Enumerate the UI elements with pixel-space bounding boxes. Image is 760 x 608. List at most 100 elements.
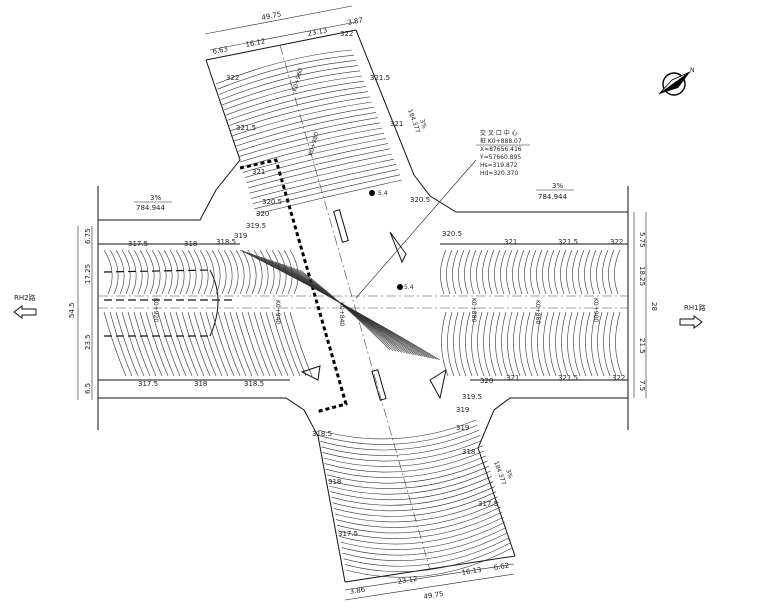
contour-north [243, 138, 387, 173]
contour-north [247, 153, 393, 189]
contour-east-lower [525, 311, 533, 377]
contour-west-upper [271, 249, 281, 295]
contour-east-upper [488, 249, 495, 295]
contour-east-upper [482, 249, 489, 295]
south-length: 184.377 [492, 460, 507, 486]
contour-north [233, 106, 375, 142]
contour-south [336, 506, 501, 534]
contour-west-lower [169, 311, 193, 377]
station-e1: K0+880 [470, 298, 477, 322]
contour-south [332, 486, 495, 512]
contour-north [231, 101, 373, 137]
contour-east-lower [441, 311, 449, 377]
elev-n-321: 321 [390, 120, 403, 128]
contour-west-lower [235, 311, 259, 377]
elev-sw-317-5: 317.5 [138, 380, 158, 388]
contour-west-upper [259, 249, 269, 295]
contour-south [330, 476, 492, 501]
contour-west-upper [241, 249, 251, 295]
contour-east-lower [585, 311, 593, 377]
dim-top-left: 6.63 [212, 45, 229, 56]
contour-east-upper [470, 249, 477, 295]
contour-west-lower [199, 311, 223, 377]
dim-bottom-mid1: 23.12 [397, 575, 418, 586]
contour-east-upper [512, 249, 519, 295]
contour-west-lower [229, 311, 253, 377]
elev-s-318-5: 318.5 [312, 430, 332, 438]
elev-n-322-left: 322 [226, 74, 239, 82]
contour-west-lower [265, 311, 289, 377]
contour-north [225, 80, 365, 116]
contour-west-lower [277, 311, 301, 377]
contour-east-lower [507, 311, 515, 377]
dim-bottom-total: 49.75 [423, 590, 444, 601]
contour-west-upper [127, 249, 137, 295]
contour-west-lower [115, 311, 139, 377]
contour-west-lower [247, 311, 271, 377]
elev-n-322-right: 322 [340, 30, 353, 38]
contour-east-upper [584, 249, 591, 295]
info-hd: Hd=320.370 [480, 170, 518, 177]
contour-south [334, 496, 498, 523]
contour-east-lower [513, 311, 521, 377]
contour-east-lower [447, 311, 455, 377]
contour-west-lower [133, 311, 157, 377]
contour-west-upper [175, 249, 185, 295]
dim-right-c: 21.5 [638, 338, 646, 354]
north-arm-left-edge [98, 59, 241, 221]
contour-west-upper [145, 249, 155, 295]
elev-e-320-5-low: 320 [480, 377, 493, 385]
dim-top-right: 3.87 [347, 16, 364, 27]
contour-east-upper [476, 249, 483, 295]
contour-east-lower [549, 311, 557, 377]
dim-left-total: 54.5 [68, 302, 76, 318]
contour-west-lower [127, 311, 151, 377]
drain-box-2 [371, 369, 387, 401]
elev-s-317-5: 317.5 [338, 530, 358, 538]
elev-e-320-5-b: 320.5 [442, 230, 462, 238]
elev-w-319: 319 [234, 232, 247, 240]
contour-west-lower [217, 311, 241, 377]
contour-east-upper [614, 249, 621, 295]
contour-south [335, 501, 500, 528]
elev-s-317-5-r: 317.5 [478, 500, 498, 508]
east-length: 784.944 [538, 193, 567, 201]
contour-west-upper [115, 249, 125, 295]
traffic-island-west [300, 365, 321, 381]
contour-east-upper [506, 249, 513, 295]
contour-west-lower [271, 311, 295, 377]
contour-east-lower [573, 311, 581, 377]
contour-east-upper [518, 249, 525, 295]
contour-west-upper [199, 249, 209, 295]
contour-west-lower [163, 311, 187, 377]
contour-north [217, 54, 355, 90]
contour-west-upper [265, 249, 275, 295]
contour-west-lower [139, 311, 163, 377]
contour-south [320, 429, 479, 451]
contour-east-upper [566, 249, 573, 295]
contour-south [333, 491, 497, 517]
station-e3: K0+860 [534, 300, 541, 324]
south-arm-right-edge [477, 397, 628, 557]
control-point-1 [369, 190, 375, 196]
contour-west-upper [157, 249, 167, 295]
contour-west-upper [109, 249, 119, 295]
marker-b: 5.4 [404, 284, 414, 291]
elev-e-319-5: 319.5 [462, 393, 482, 401]
station-w1: K0+920 [152, 298, 159, 322]
dim-right-a: 5.75 [638, 232, 646, 248]
contour-east-upper [536, 249, 543, 295]
elev-s-318-r: 318 [462, 448, 475, 456]
arrow-left-icon [13, 305, 37, 319]
elev-e-319: 319 [456, 406, 469, 414]
contour-east-upper [554, 249, 561, 295]
elev-s-319: 319 [456, 424, 469, 432]
elev-w-319-5: 319.5 [246, 222, 266, 230]
dim-line-bottom-1 [344, 563, 515, 591]
elev-e-322-b: 322 [612, 374, 625, 382]
dim-right-b: 18.25 [638, 266, 646, 286]
contour-north [215, 49, 353, 85]
south-arm-left-edge [98, 397, 346, 583]
contour-south [344, 542, 511, 573]
